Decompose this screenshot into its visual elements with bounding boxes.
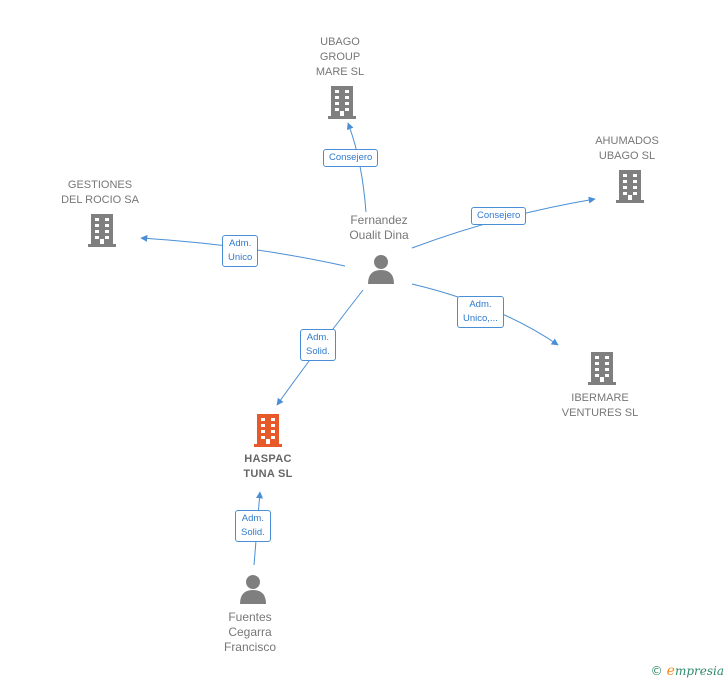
company-label: GESTIONES DEL ROCIO SA xyxy=(61,179,139,206)
person-label: Fuentes Cegarra Francisco xyxy=(223,610,276,654)
building-icon xyxy=(254,414,282,447)
edge-label-adm-solid[interactable]: Adm. Solid. xyxy=(300,329,336,361)
brand-initial: e xyxy=(666,663,675,679)
copyright-icon: © xyxy=(650,664,663,678)
building-icon xyxy=(328,86,356,119)
person-icon xyxy=(240,575,266,604)
brand-name: mpresia xyxy=(674,664,724,678)
edge-fernandez-ubago xyxy=(346,122,367,213)
empresia-logo[interactable]: ©empresia xyxy=(651,663,724,679)
building-icon xyxy=(88,214,116,247)
company-label: UBAGO GROUP MARE SL xyxy=(315,36,365,78)
company-label: AHUMADOS UBAGO SL xyxy=(595,135,659,162)
company-label: IBERMARE VENTURES SL xyxy=(561,392,639,419)
edge-label-adm-unico[interactable]: Adm. Unico,... xyxy=(457,296,504,328)
person-icon xyxy=(368,255,394,284)
company-label: HASPAC TUNA SL xyxy=(243,453,293,480)
person-label: Fernandez Oualit Dina xyxy=(349,213,409,242)
building-icon xyxy=(616,170,644,203)
edge-label-consejero[interactable]: Consejero xyxy=(323,149,379,167)
edge-label-consejero[interactable]: Consejero xyxy=(471,207,527,225)
edge-label-adm-unico[interactable]: Adm. Unico xyxy=(222,235,259,267)
building-icon xyxy=(588,352,616,385)
edge-label-adm-solid[interactable]: Adm. Solid. xyxy=(235,510,271,542)
